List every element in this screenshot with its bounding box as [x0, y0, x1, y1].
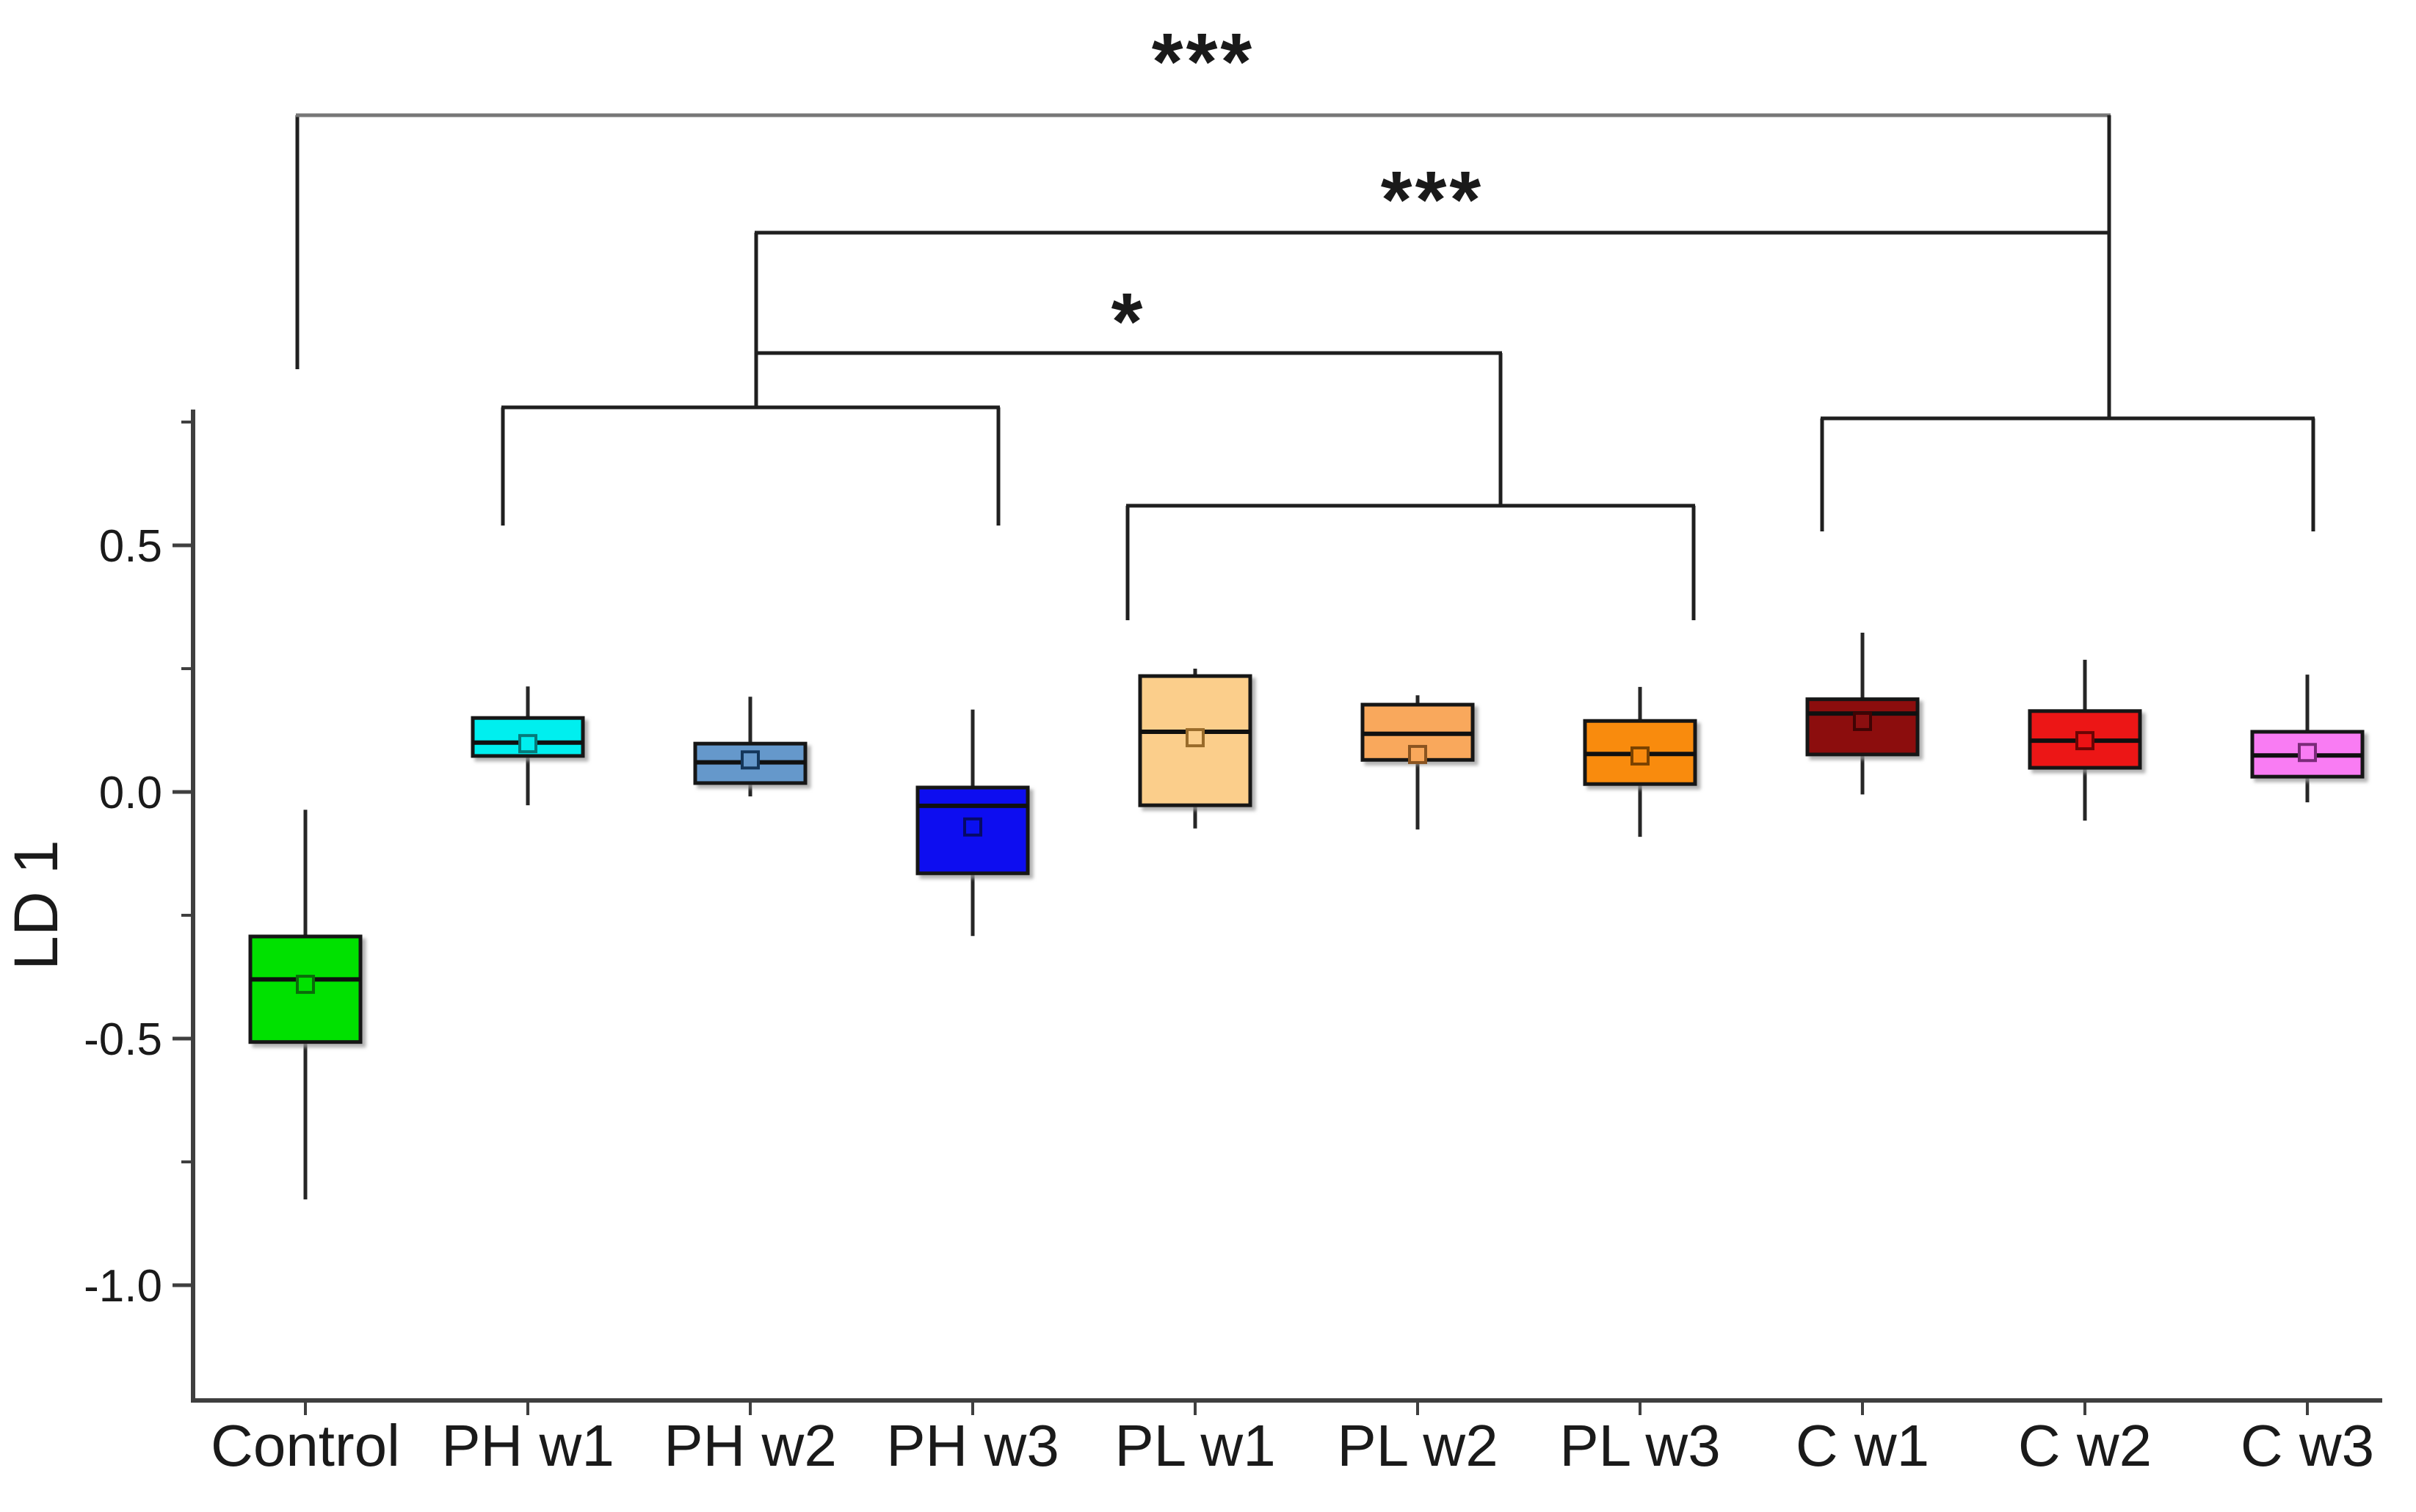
significance-bracket-ph-group: [501, 405, 1001, 526]
significance-bracket-ph-vs-c-group: ***: [754, 155, 2111, 418]
mean-marker: [2075, 731, 2094, 751]
y-tick-label: -0.5: [84, 1014, 162, 1065]
box-group-ph-w1: [471, 683, 585, 810]
box-group-pl-w3: [1583, 683, 1697, 841]
significance-stars: *: [1111, 277, 1146, 367]
y-axis-title: LD 1: [1, 840, 70, 970]
box-group-pl-w2: [1360, 691, 1475, 834]
x-tick-label: PH w1: [441, 1413, 614, 1478]
x-tick-label: C w2: [2018, 1413, 2152, 1478]
x-tick-label: Control: [211, 1413, 400, 1478]
significance-stars: ***: [1152, 17, 1255, 107]
box-group-ph-w2: [693, 693, 808, 801]
box-group-control: [248, 806, 363, 1204]
x-tick-label: PL w1: [1114, 1413, 1275, 1478]
x-tick-label: C w3: [2241, 1413, 2374, 1478]
significance-bracket-ph-vs-pl-group: *: [754, 277, 1503, 506]
mean-marker: [2298, 743, 2317, 763]
box-group-c-w3: [2250, 671, 2365, 807]
box-group-pl-w1: [1138, 665, 1252, 832]
y-tick-label: 0.5: [99, 521, 162, 572]
box-group-c-w2: [2028, 655, 2142, 824]
box-group-ph-w3: [915, 705, 1030, 940]
mean-marker: [1853, 711, 1872, 731]
mean-marker: [1630, 746, 1650, 766]
significance-stars: ***: [1381, 155, 1484, 245]
mean-marker: [741, 750, 760, 770]
mean-marker: [296, 975, 315, 995]
x-tick-label: PL w2: [1337, 1413, 1498, 1478]
significance-bracket-c-group: [1820, 416, 2315, 531]
significance-bracket-pl-group: [1125, 504, 1696, 620]
x-tick-label: C w1: [1796, 1413, 1929, 1478]
box-group-c-w1: [1805, 628, 1920, 799]
y-tick-label: 0.0: [99, 768, 162, 818]
x-tick-label: PL w3: [1559, 1413, 1720, 1478]
y-tick-label: -1.0: [84, 1261, 162, 1312]
significance-bracket-control-vs-c-group: ***: [295, 17, 2111, 418]
x-tick-label: PH w2: [664, 1413, 837, 1478]
mean-marker: [518, 734, 537, 754]
mean-marker: [1408, 744, 1427, 764]
x-tick-label: PH w3: [886, 1413, 1059, 1478]
mean-marker: [1186, 728, 1205, 748]
mean-marker: [963, 817, 982, 837]
